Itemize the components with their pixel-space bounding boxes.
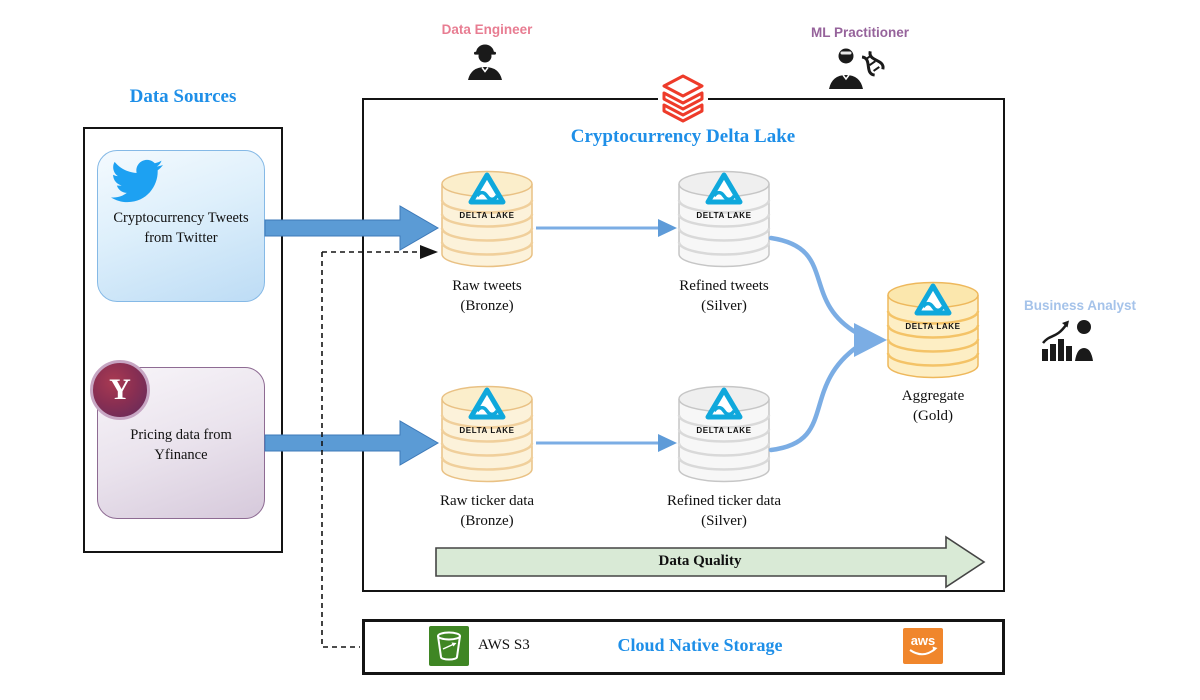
cylinder-refined-tweets-silver: DELTA LAKE <box>677 170 771 268</box>
raw-tweets-label: Raw tweets (Bronze) <box>402 276 572 317</box>
cylinder-raw-ticker-bronze: DELTA LAKE <box>440 385 534 483</box>
raw-ticker-label: Raw ticker data (Bronze) <box>402 491 572 532</box>
aggregate-label: Aggregate (Gold) <box>848 386 1018 427</box>
data-engineer-label: Data Engineer <box>441 22 533 37</box>
cylinder-refined-ticker-silver: DELTA LAKE <box>677 385 771 483</box>
delta-lake-logo <box>914 283 952 316</box>
table-name: Refined tweets <box>679 278 769 294</box>
twitter-source-card: Cryptocurrency Tweets from Twitter <box>97 150 265 302</box>
delta-lake-logo-text: DELTA LAKE <box>459 211 514 220</box>
yahoo-y-icon: Y <box>90 360 150 420</box>
table-tier: (Bronze) <box>460 298 514 315</box>
aws-logo-text: aws <box>911 633 936 648</box>
delta-lake-title: Cryptocurrency Delta Lake <box>570 126 796 147</box>
table-name: Raw tweets <box>452 278 522 294</box>
refined-ticker-label: Refined ticker data (Silver) <box>639 491 809 532</box>
aws-s3-bucket-icon <box>429 626 469 666</box>
ml-practitioner-icon <box>829 48 885 89</box>
table-tier: (Silver) <box>701 513 747 530</box>
data-sources-title: Data Sources <box>129 86 237 107</box>
aws-logo: aws <box>903 628 943 664</box>
twitter-card-label: Cryptocurrency Tweets from Twitter <box>113 210 249 246</box>
delta-lake-logo <box>468 387 506 420</box>
delta-lake-logo-text: DELTA LAKE <box>905 322 960 331</box>
cloud-storage-title: Cloud Native Storage <box>617 635 783 655</box>
cloud-storage-box <box>362 619 1005 675</box>
yfinance-card-label: Pricing data from Yfinance <box>130 427 232 463</box>
table-tier: (Bronze) <box>460 513 514 530</box>
table-tier: (Gold) <box>913 408 953 425</box>
databricks-stack-icon <box>658 71 708 125</box>
aws-s3-label: AWS S3 <box>478 637 530 653</box>
yfinance-source-card: Y Pricing data from Yfinance <box>90 360 265 519</box>
delta-lake-logo <box>705 387 743 420</box>
delta-lake-logo-text: DELTA LAKE <box>696 211 751 220</box>
table-name: Refined ticker data <box>666 493 782 509</box>
refined-tweets-label: Refined tweets (Silver) <box>639 276 809 317</box>
data-quality-label: Data Quality <box>658 553 742 569</box>
table-name: Aggregate <box>901 388 965 404</box>
business-analyst-label: Business Analyst <box>1023 298 1137 313</box>
table-tier: (Silver) <box>701 298 747 315</box>
yahoo-y-letter: Y <box>109 373 131 406</box>
data-engineer-icon <box>468 44 502 80</box>
delta-lake-logo <box>705 172 743 205</box>
cylinder-raw-tweets-bronze: DELTA LAKE <box>440 170 534 268</box>
delta-lake-logo <box>468 172 506 205</box>
table-name: Raw ticker data <box>439 493 535 509</box>
delta-lake-logo-text: DELTA LAKE <box>696 426 751 435</box>
delta-lake-logo-text: DELTA LAKE <box>459 426 514 435</box>
ml-practitioner-label: ML Practitioner <box>810 25 910 40</box>
cylinder-aggregate-gold: DELTA LAKE <box>886 281 980 379</box>
business-analyst-icon <box>1042 320 1093 361</box>
twitter-bird-icon <box>111 159 163 203</box>
